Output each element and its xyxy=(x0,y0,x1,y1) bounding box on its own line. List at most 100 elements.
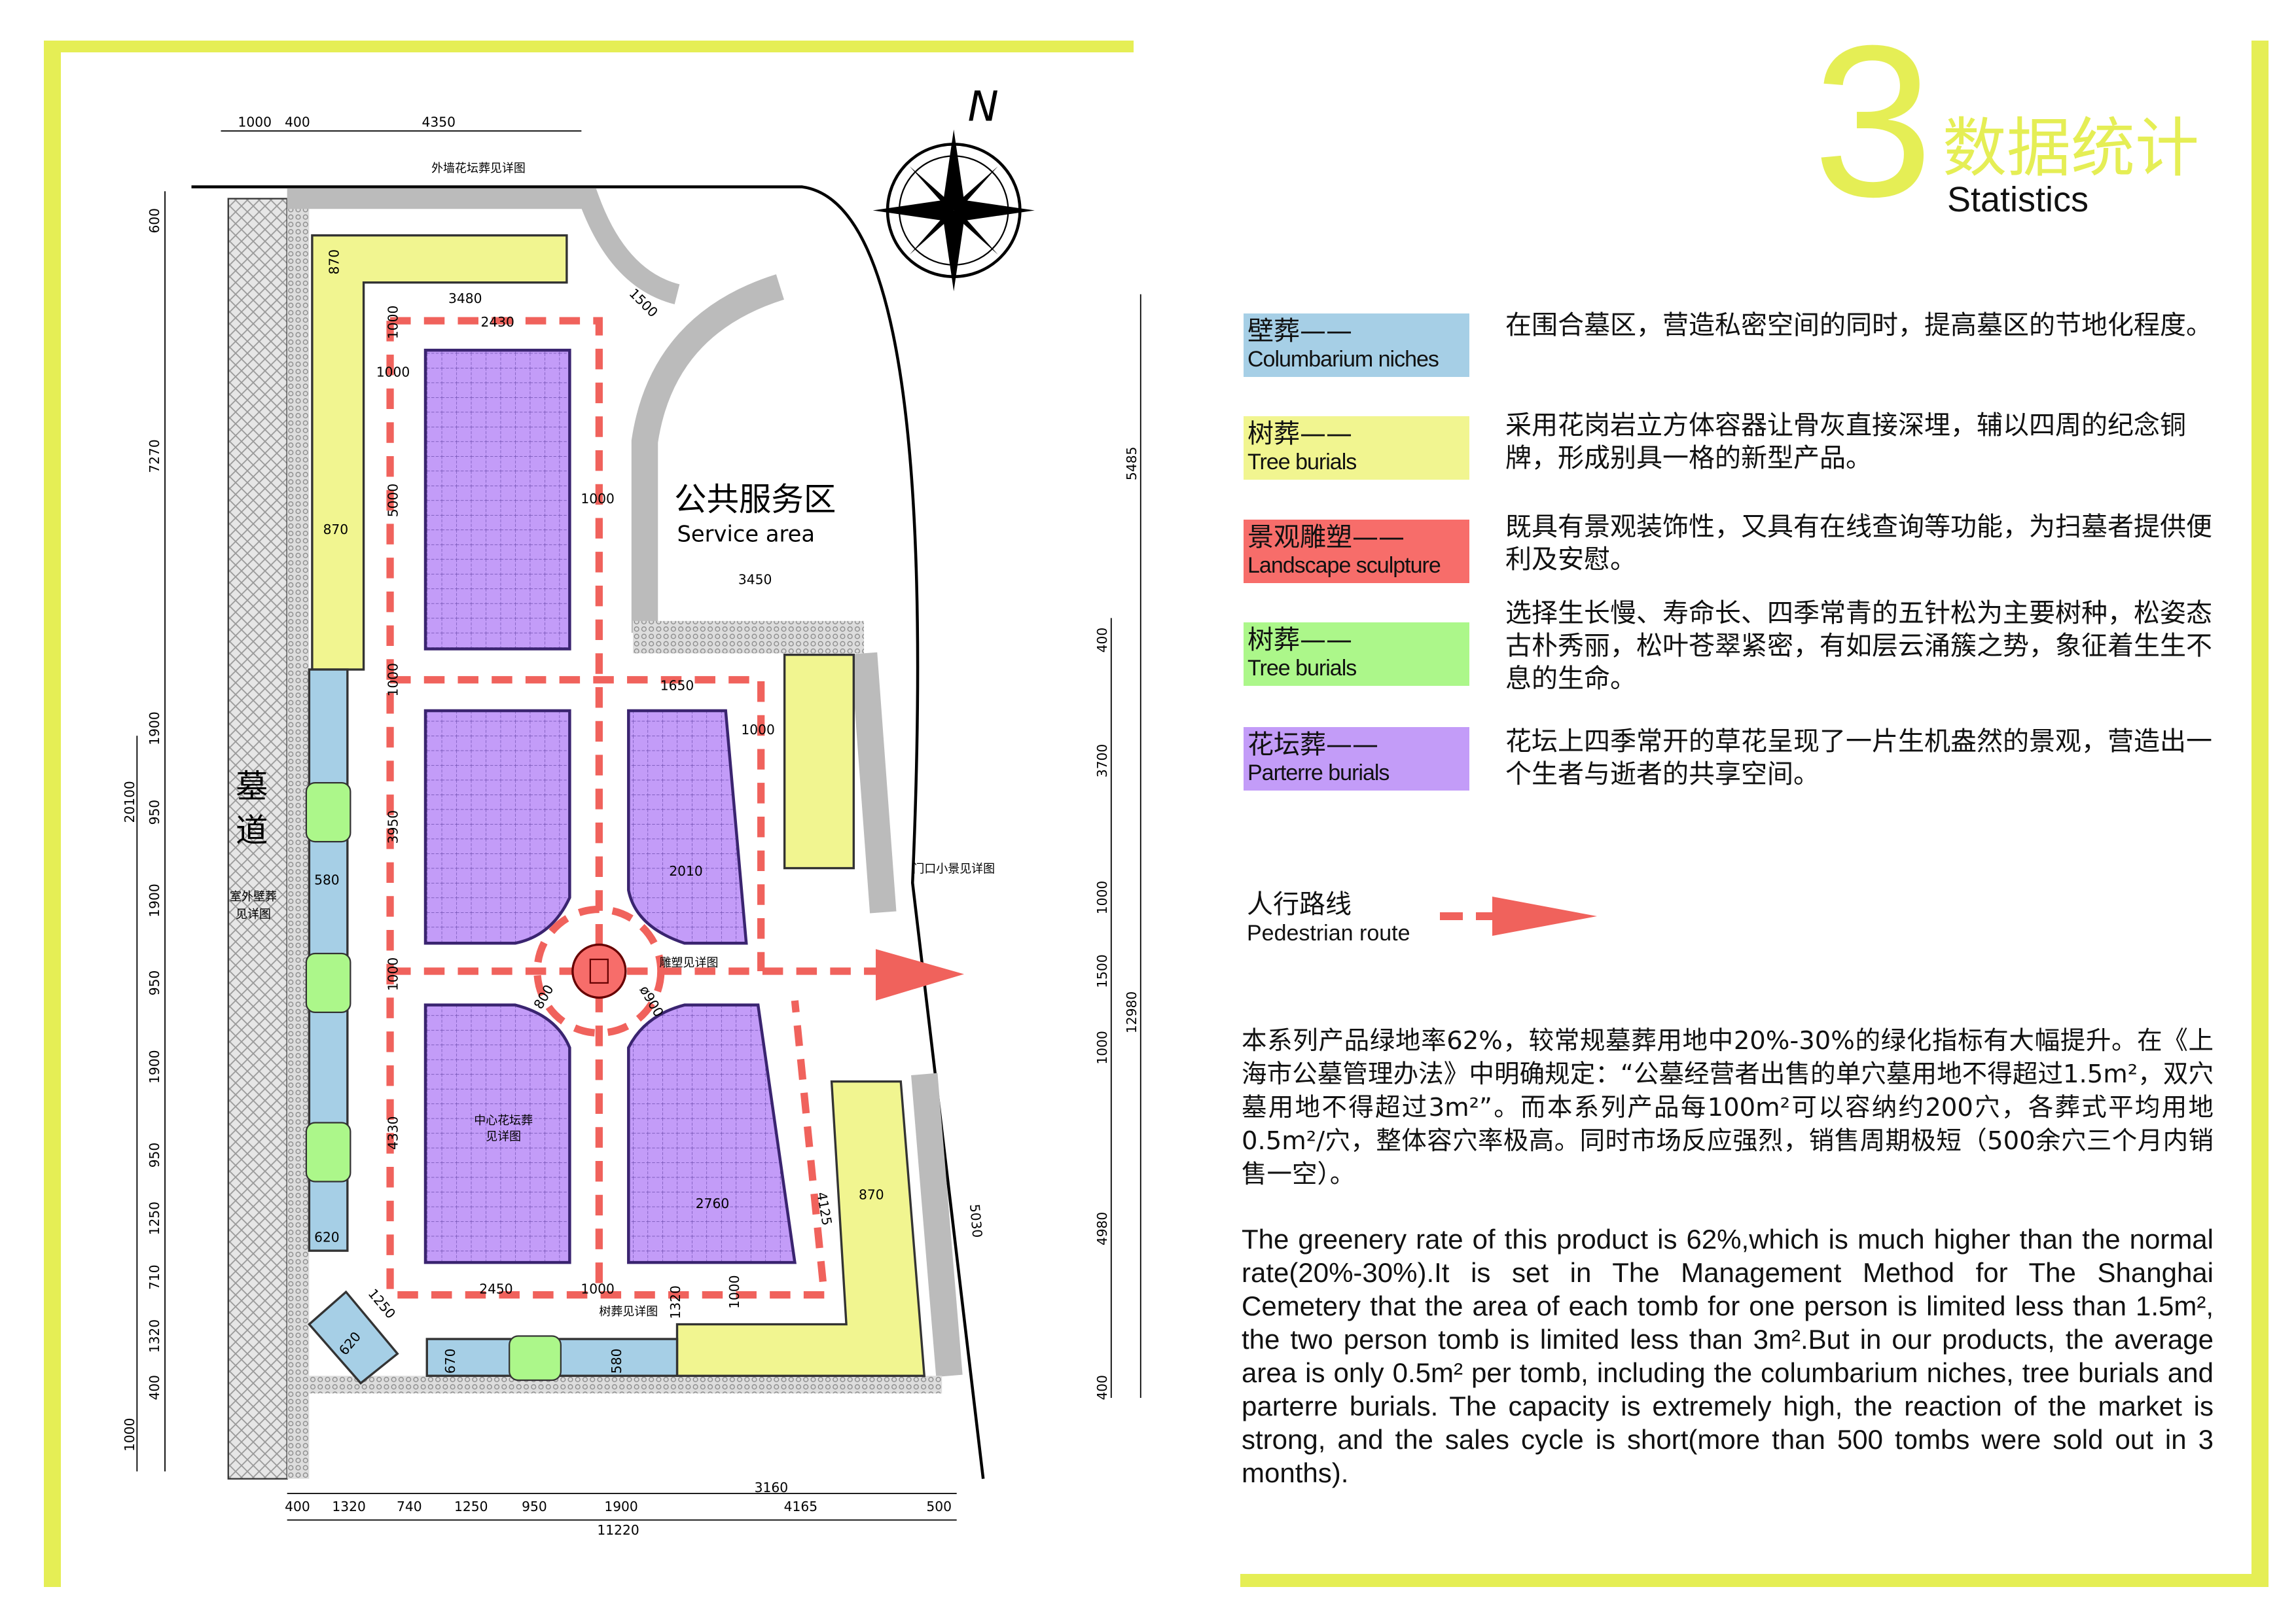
legend-swatch: 景观雕塑——Landscape sculpture xyxy=(1244,520,1469,583)
section-number: 3 xyxy=(1813,0,1933,241)
north-compass-icon xyxy=(872,129,1035,292)
dimension-label: 600 xyxy=(147,208,162,234)
service-area-label-en: Service area xyxy=(677,521,816,546)
parterre-blocks xyxy=(423,348,797,1264)
hedge-band-right xyxy=(850,652,963,1377)
dimension-label: 580 xyxy=(609,1348,624,1374)
hedge-band-left xyxy=(287,198,310,1479)
tree-burial-green-markers xyxy=(305,782,562,1382)
dimension-label: 5000 xyxy=(385,484,401,517)
frame-left-bar xyxy=(44,41,61,1587)
dimension-label: 1000 xyxy=(385,957,401,991)
dimension-label: 950 xyxy=(147,971,162,996)
dimension-label: 870 xyxy=(323,522,349,537)
tree-burial-area-right xyxy=(783,653,855,870)
dimension-label: 1500 xyxy=(1094,954,1110,988)
dimension-label: 400 xyxy=(1094,628,1110,653)
dimension-label: 20100 xyxy=(122,781,137,823)
dimension-label: 1000 xyxy=(741,722,774,738)
dimension-label: 5485 xyxy=(1124,447,1139,480)
route-legend-en: Pedestrian route xyxy=(1247,921,1410,946)
route-legend: 人行路线 Pedestrian route xyxy=(1247,889,1410,946)
dimension-label: 3450 xyxy=(738,572,772,588)
sculpture-center xyxy=(571,943,627,999)
dimension-label: 1900 xyxy=(147,1050,162,1083)
dimension-label: 1320 xyxy=(668,1285,683,1319)
dimension-label: 870 xyxy=(859,1186,884,1202)
section-title-cn: 数据统计 xyxy=(1943,111,2200,186)
paragraph-cn: 本系列产品绿地率62%，较常规墓葬用地中20%-30%的绿化指标有大幅提升。在《… xyxy=(1242,1026,2214,1189)
dimension-label: 950 xyxy=(522,1499,547,1514)
legend-description: 在围合墓区，营造私密空间的同时，提高墓区的节地化程度。 xyxy=(1505,310,2212,340)
legend-label-cn: 树葬—— xyxy=(1247,625,1352,655)
legend-description: 花坛上四季常开的草花呈现了一片生机盎然的景观，营造出一个生者与逝者的共享空间。 xyxy=(1505,726,2212,789)
detail-note: 门口小景见详图 xyxy=(912,862,995,876)
dimension-lines xyxy=(136,130,1141,1521)
dimension-label: 1250 xyxy=(454,1499,488,1514)
dimension-label: 3700 xyxy=(1094,744,1110,777)
dimension-label: 1250 xyxy=(147,1202,162,1235)
north-label: N xyxy=(968,82,999,130)
dimension-label: 7270 xyxy=(147,439,162,473)
legend-label-cn: 树葬—— xyxy=(1247,419,1352,449)
detail-note: 雕塑见详图 xyxy=(660,956,719,970)
dimension-label: 400 xyxy=(285,114,310,130)
dimension-label: 950 xyxy=(147,800,162,825)
dimension-label: 400 xyxy=(1094,1375,1110,1400)
dimension-label: 4165 xyxy=(784,1499,817,1514)
dimension-label: 4330 xyxy=(385,1116,401,1150)
dimension-label: 1000 xyxy=(1094,1031,1110,1064)
frame-bottom-bar xyxy=(1240,1574,2269,1587)
dimension-label: 1000 xyxy=(238,114,271,130)
dimension-label: 400 xyxy=(147,1375,162,1400)
columbarium-strip-diagonal xyxy=(308,1290,399,1385)
dimension-label: 12980 xyxy=(1124,991,1139,1033)
legend-label-cn: 景观雕塑—— xyxy=(1247,522,1405,552)
dimension-label: 400 xyxy=(285,1499,310,1514)
dimension-label: 5030 xyxy=(967,1204,985,1238)
paragraph-en: The greenery rate of this product is 62%… xyxy=(1242,1224,2214,1488)
dimension-label: 1900 xyxy=(604,1499,637,1514)
legend-label-en: Tree burials xyxy=(1247,450,1357,474)
dimension-label: 3480 xyxy=(448,291,482,306)
section-title-en: Statistics xyxy=(1947,180,2089,219)
dimension-label: 1000 xyxy=(385,663,401,696)
dimension-label: 740 xyxy=(397,1499,422,1514)
dimension-label: 670 xyxy=(442,1348,458,1374)
dimension-label: 1320 xyxy=(332,1499,365,1514)
dimension-label: 3160 xyxy=(755,1480,788,1495)
route-arrow-icon xyxy=(1440,897,1597,936)
dimension-label: 2450 xyxy=(479,1281,512,1296)
legend-label-cn: 花坛葬—— xyxy=(1247,730,1378,760)
legend-description: 采用花岗岩立方体容器让骨灰直接深埋，辅以四周的纪念铜牌，形成别具一格的新型产品。 xyxy=(1505,410,2186,473)
detail-note: 树葬见详图 xyxy=(599,1305,658,1319)
dimension-label: 1000 xyxy=(122,1418,137,1451)
dimension-label: 11220 xyxy=(597,1522,639,1538)
legend-label-en: Parterre burials xyxy=(1247,760,1390,785)
dimension-label: 620 xyxy=(314,1230,340,1245)
detail-note: 见详图 xyxy=(486,1130,521,1144)
dimension-label: 710 xyxy=(147,1264,162,1290)
route-legend-cn: 人行路线 xyxy=(1247,889,1352,919)
frame-right-bar xyxy=(2251,41,2269,1587)
dimension-label: 1000 xyxy=(581,1281,614,1296)
legend-label-cn: 壁葬—— xyxy=(1247,316,1352,346)
sculpture-plinth xyxy=(589,958,609,984)
dimension-label: 1000 xyxy=(385,306,401,339)
dimension-label: 1000 xyxy=(376,365,410,380)
dimension-label: 2430 xyxy=(480,314,514,330)
hedge-band-bottom xyxy=(309,1376,942,1394)
dimension-label: 4980 xyxy=(1094,1212,1110,1245)
dimension-label: 1900 xyxy=(147,711,162,745)
legend-swatch: 树葬——Tree burials xyxy=(1244,416,1469,480)
dimension-label: 1250 xyxy=(365,1286,399,1322)
hedge-band-curve xyxy=(631,274,785,633)
dimension-label: 950 xyxy=(147,1143,162,1168)
legend-description: 选择生长慢、寿命长、四季常青的五针松为主要树种，松姿态古朴秀丽，松叶苍翠紧密，有… xyxy=(1505,598,2212,694)
dimension-label: 4125 xyxy=(814,1191,835,1227)
legend-swatch: 壁葬——Columbarium niches xyxy=(1244,313,1469,377)
detail-note: 中心花坛葬 xyxy=(474,1114,533,1128)
dimension-label: 1000 xyxy=(581,491,614,507)
route-arrow-head xyxy=(876,949,964,1001)
